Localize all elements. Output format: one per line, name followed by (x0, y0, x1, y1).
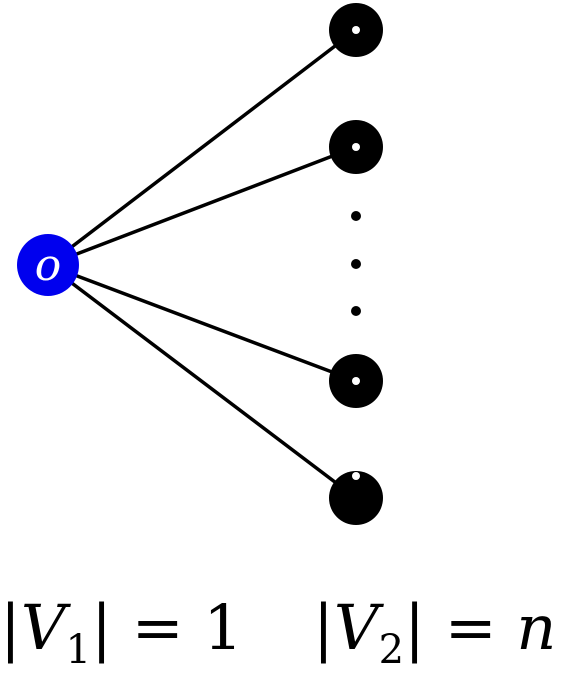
edge-1 (46, 28, 358, 267)
leaf-node-dot (352, 143, 360, 151)
label-v2-cardinality: |V2| = n (313, 591, 557, 673)
ellipsis-dot (351, 259, 361, 269)
leaf-node-3 (329, 354, 383, 408)
leaf-node-dot (352, 26, 360, 34)
set-symbol: V (20, 591, 66, 664)
center-node-circle (17, 234, 79, 296)
leaf-node-dot (352, 377, 360, 385)
edge-3 (46, 263, 358, 383)
center-node: o (17, 234, 79, 296)
set-index: 2 (378, 627, 405, 673)
set-symbol: V (333, 591, 379, 664)
edges (46, 28, 358, 500)
cardinality-value: n (516, 591, 557, 664)
leaf-node-circle (329, 471, 383, 525)
leaf-node-4 (329, 471, 383, 525)
ellipsis-dot (351, 306, 361, 316)
edge-4 (46, 263, 358, 500)
set-index: 1 (65, 627, 92, 673)
center-node-label: o (35, 240, 62, 291)
leaf-node-1 (329, 3, 383, 57)
cardinality-value: 1 (203, 591, 243, 664)
label-v1-cardinality: |V1| = 1 (0, 591, 243, 673)
equals-sign: = (131, 591, 184, 664)
equals-sign: = (444, 591, 497, 664)
leaf-node-dot (352, 472, 360, 480)
vertical-ellipsis (351, 211, 361, 316)
edge-2 (46, 145, 358, 267)
leaf-node-2 (329, 120, 383, 174)
ellipsis-dot (351, 211, 361, 221)
